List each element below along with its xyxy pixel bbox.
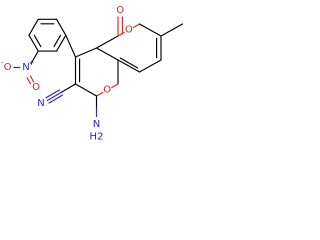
nitro-o-left-label: O	[4, 62, 12, 73]
amino-n-label: N	[93, 119, 100, 130]
ring-o-upper-label: O	[125, 25, 133, 36]
nitrile-group: N	[37, 83, 77, 109]
phenyl-ring	[28, 18, 67, 52]
aryl-c4-bond	[65, 34, 77, 58]
nitro-n-label: N	[22, 62, 29, 73]
amino-group: N H2	[90, 95, 104, 143]
amino-h2-label: H2	[90, 132, 104, 143]
carbonyl-group: O	[116, 5, 124, 37]
molecule-structure: O - N + O O O O	[1, 5, 184, 143]
nitro-group: O - N + O	[1, 50, 40, 93]
nitro-o-minus-label: -	[1, 59, 4, 67]
pyranone-ring: O	[95, 23, 162, 73]
nitro-n-plus-label: +	[29, 59, 35, 67]
methyl-bond	[160, 23, 184, 37]
nitrile-n-label: N	[37, 98, 44, 109]
ring-o-lower-label: O	[103, 85, 111, 96]
dihydropyran-ring	[74, 47, 119, 97]
carbonyl-o-label: O	[116, 5, 124, 16]
nitro-o-right-label: O	[32, 82, 40, 93]
